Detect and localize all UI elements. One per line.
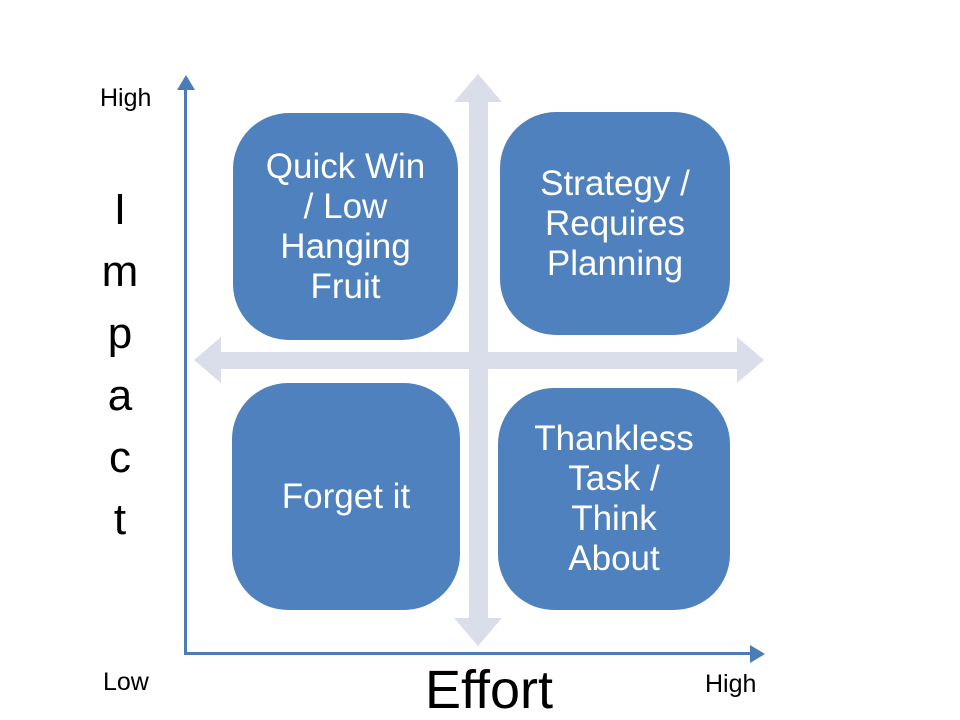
quadrant-top-left: Quick Win / Low Hanging Fruit (233, 113, 458, 340)
quadrant-top-right: Strategy / Requires Planning (500, 112, 730, 335)
x-axis-title: Effort (424, 660, 554, 720)
quadrant-bottom-left: Forget it (232, 383, 460, 610)
quadrant-bottom-left-label: Forget it (281, 476, 411, 516)
x-axis-high-label: High (705, 670, 757, 698)
quadrant-bottom-right: Thankless Task / Think About (498, 388, 730, 610)
y-axis-title: I m p a c t (101, 185, 139, 544)
divider-arrowhead-right-icon (737, 337, 764, 383)
divider-arrowhead-down-icon (454, 618, 502, 646)
x-axis-line (184, 652, 752, 655)
quadrant-divider-horizontal (220, 352, 738, 369)
y-axis-arrowhead-icon (177, 75, 195, 90)
quadrant-top-right-label: Strategy / Requires Planning (540, 163, 690, 283)
divider-arrowhead-left-icon (194, 337, 221, 383)
y-axis-line (184, 88, 187, 654)
divider-arrowhead-up-icon (454, 74, 502, 102)
quadrant-bottom-right-label: Thankless Task / Think About (534, 419, 694, 578)
x-axis-arrowhead-icon (750, 645, 765, 663)
y-axis-high-label: High (100, 84, 152, 112)
quadrant-top-left-label: Quick Win / Low Hanging Fruit (265, 146, 426, 306)
low-label: Low (103, 668, 149, 696)
